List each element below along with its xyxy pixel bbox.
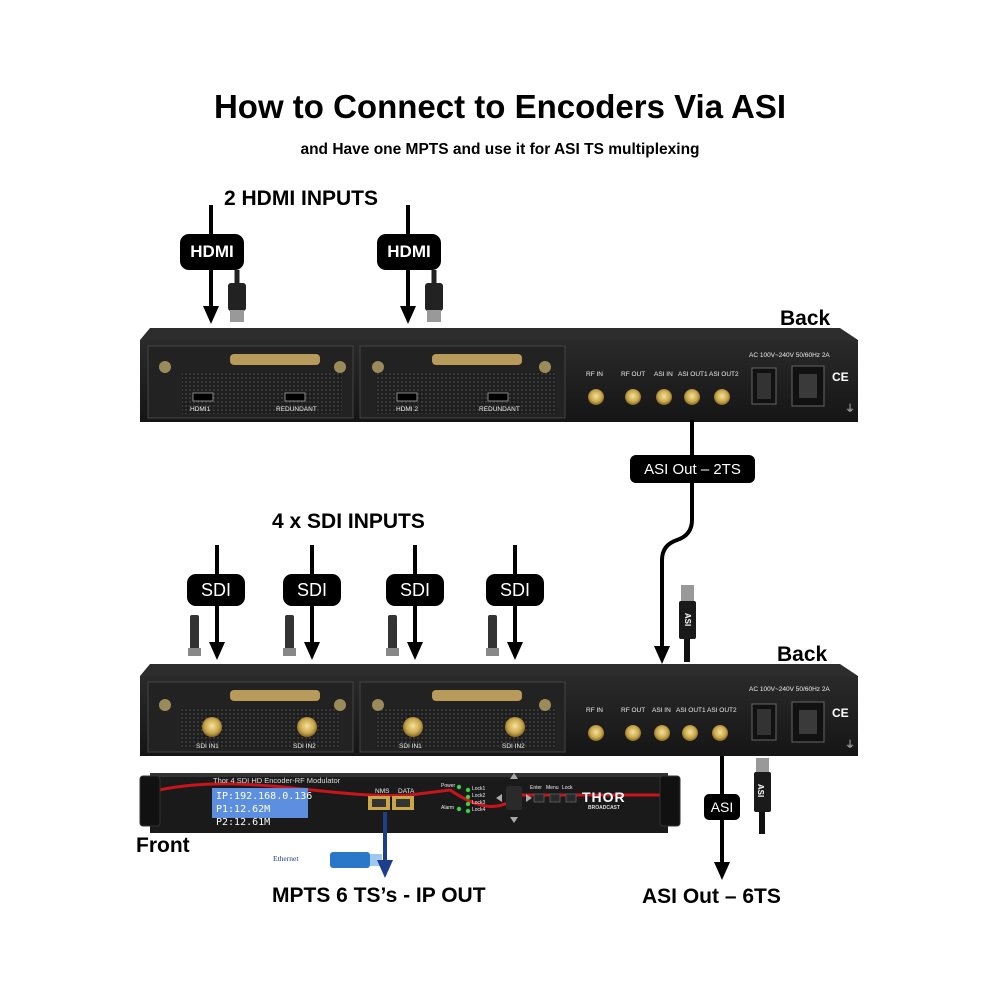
ip-out-label: MPTS 6 TS’s - IP OUT xyxy=(272,884,486,907)
sdi-cable-label-2: SDI xyxy=(283,574,341,606)
sdi-cable-label-4: SDI xyxy=(486,574,544,606)
asi-out-cable-label: ASI xyxy=(704,794,740,820)
port-label-redundant-2: REDUNDANT xyxy=(479,406,520,413)
led-power: Power xyxy=(441,783,456,789)
port-label-sdi-in1-a: SDI IN1 xyxy=(196,743,219,750)
front-port-data: DATA xyxy=(398,788,415,795)
led-lock1: Lock1 xyxy=(472,786,486,792)
front-port-nms: NMS xyxy=(375,788,390,795)
top-back-panel: ⏚ xyxy=(140,328,858,422)
top-power-label: AC 100V~240V 50/60Hz 2A xyxy=(749,352,830,359)
bottom-port-asi-out1: ASI OUT1 xyxy=(676,707,706,714)
top-ce-mark: CE xyxy=(832,370,849,384)
asi-bnc-connector-upper xyxy=(679,585,696,662)
top-port-rf-out: RF OUT xyxy=(621,371,646,378)
led-lock2: Lock2 xyxy=(472,793,486,799)
sdi-cable-4 xyxy=(486,545,523,660)
port-label-sdi-in2-b: SDI IN2 xyxy=(502,743,525,750)
bottom-port-rf-in: RF IN xyxy=(586,707,603,714)
asi-link-cable xyxy=(654,420,694,664)
front-lcd-display: IP:192.168.0.136 P1:12.62M P2:12.61M xyxy=(212,788,313,828)
ip-out-arrow xyxy=(377,812,393,878)
front-model-label: Thor 4 SDI HD Encoder-RF Modulator xyxy=(213,776,341,785)
sdi-inputs-heading: 4 x SDI INPUTS xyxy=(272,510,425,533)
button-menu: Menu xyxy=(546,785,559,791)
lcd-line-2: P1:12.62M P2:12.61M xyxy=(216,804,271,828)
sdi-cable-label-3: SDI xyxy=(386,574,444,606)
bottom-back-panel: ⏚ xyxy=(140,664,858,756)
bottom-port-asi-out2: ASI OUT2 xyxy=(707,707,737,714)
thor-logo-sub: BROADCAST xyxy=(588,805,620,811)
button-enter: Enter xyxy=(530,785,542,791)
asi-bnc-connector-lower xyxy=(754,758,771,834)
asi-out-label: ASI Out – 6TS xyxy=(642,885,781,908)
top-port-asi-in: ASI IN xyxy=(654,371,673,378)
asi-link-label: ASI Out – 2TS xyxy=(630,455,755,483)
port-label-hdmi1: HDMI1 xyxy=(190,406,211,413)
diagram-subtitle: and Have one MPTS and use it for ASI TS … xyxy=(300,141,700,158)
svg-text:⏚: ⏚ xyxy=(845,739,855,751)
asi-connector-label-lower: ASI xyxy=(756,783,766,798)
bottom-port-rf-out: RF OUT xyxy=(621,707,646,714)
top-port-asi-out2: ASI OUT2 xyxy=(709,371,739,378)
button-lock: Lock xyxy=(562,785,573,791)
bottom-power-label: AC 100V~240V 50/60Hz 2A xyxy=(749,686,830,693)
front-label: Front xyxy=(136,834,190,857)
thor-logo: THOR xyxy=(582,789,626,805)
bottom-port-asi-in: ASI IN xyxy=(652,707,671,714)
lcd-line-1: IP:192.168.0.136 xyxy=(216,791,313,802)
led-alarm: Alarm xyxy=(441,805,455,811)
led-lock4: Lock4 xyxy=(472,807,486,813)
port-label-sdi-in2-a: SDI IN2 xyxy=(293,743,316,750)
sdi-cable-label-1: SDI xyxy=(187,574,245,606)
led-lock3: Lock3 xyxy=(472,800,486,806)
top-port-rf-in: RF IN xyxy=(586,371,603,378)
asi-connector-label-upper: ASI xyxy=(683,612,693,627)
svg-text:⏚: ⏚ xyxy=(845,403,855,415)
hdmi-cable-label-2: HDMI xyxy=(377,234,441,270)
hdmi-cable-label-1: HDMI xyxy=(180,234,244,270)
diagram-title: How to Connect to Encoders Via ASI xyxy=(213,88,787,125)
ethernet-cable xyxy=(330,852,382,868)
port-label-redundant-1: REDUNDANT xyxy=(276,406,317,413)
top-back-label: Back xyxy=(780,307,831,330)
top-port-asi-out1: ASI OUT1 xyxy=(678,371,708,378)
bottom-ce-mark: CE xyxy=(832,706,849,720)
hdmi-inputs-heading: 2 HDMI INPUTS xyxy=(224,187,379,210)
port-label-hdmi2: HDMI 2 xyxy=(396,406,419,413)
port-label-sdi-in1-b: SDI IN1 xyxy=(399,743,422,750)
bottom-back-label: Back xyxy=(777,643,828,666)
ethernet-label: Ethernet xyxy=(273,854,299,863)
